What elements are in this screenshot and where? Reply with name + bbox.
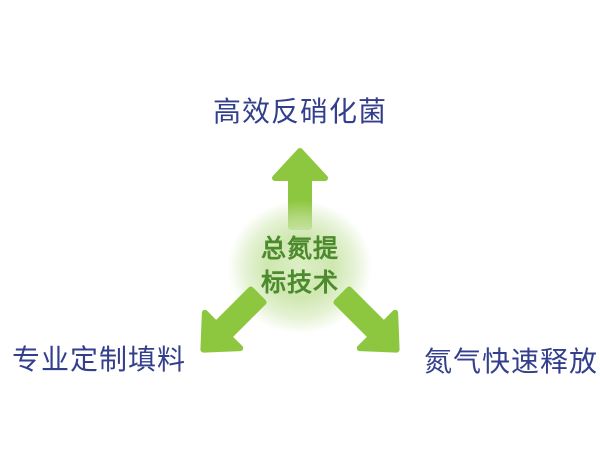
- arrow-down-right-icon: [333, 286, 400, 353]
- center-title-line1: 总氮提: [260, 235, 339, 264]
- center-title-line2: 标技术: [260, 269, 339, 297]
- label-top-denitrifying-bacteria: 高效反硝化菌: [212, 96, 388, 127]
- label-bottom-left-custom-media: 专业定制填料: [12, 344, 187, 375]
- center-circle: 总氮提 标技术: [228, 200, 372, 334]
- arrow-down-right-shape: [333, 286, 400, 353]
- label-bottom-right-nitrogen-release: 氮气快速释放: [424, 346, 599, 377]
- arrow-down-left-icon: [200, 286, 267, 353]
- arrow-down-left-shape: [200, 286, 267, 353]
- center-title: 总氮提 标技术: [261, 233, 339, 301]
